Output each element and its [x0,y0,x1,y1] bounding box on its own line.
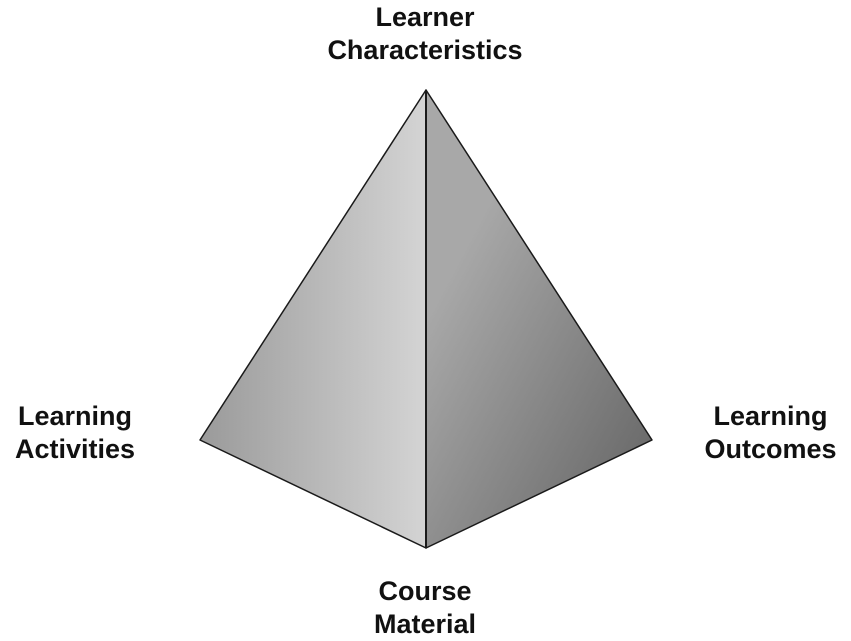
label-right-line2: Outcomes [704,434,837,464]
label-bottom-line1: Course [378,576,472,606]
label-left-line1: Learning [17,401,132,431]
pyramid-left-face [199,89,427,549]
label-right-line1: Learning [713,401,828,431]
label-top-line1: Learner [375,2,475,32]
label-top-line2: Characteristics [327,35,523,65]
label-bottom-line2: Material [373,609,477,639]
label-learning-outcomes: Learning Outcomes [692,400,849,466]
label-learner-characteristics: Learner Characteristics [275,1,575,67]
pyramid-right-face [425,89,653,549]
label-learning-activities: Learning Activities [0,400,150,466]
label-course-material: Course Material [325,575,525,641]
label-left-line2: Activities [14,434,136,464]
